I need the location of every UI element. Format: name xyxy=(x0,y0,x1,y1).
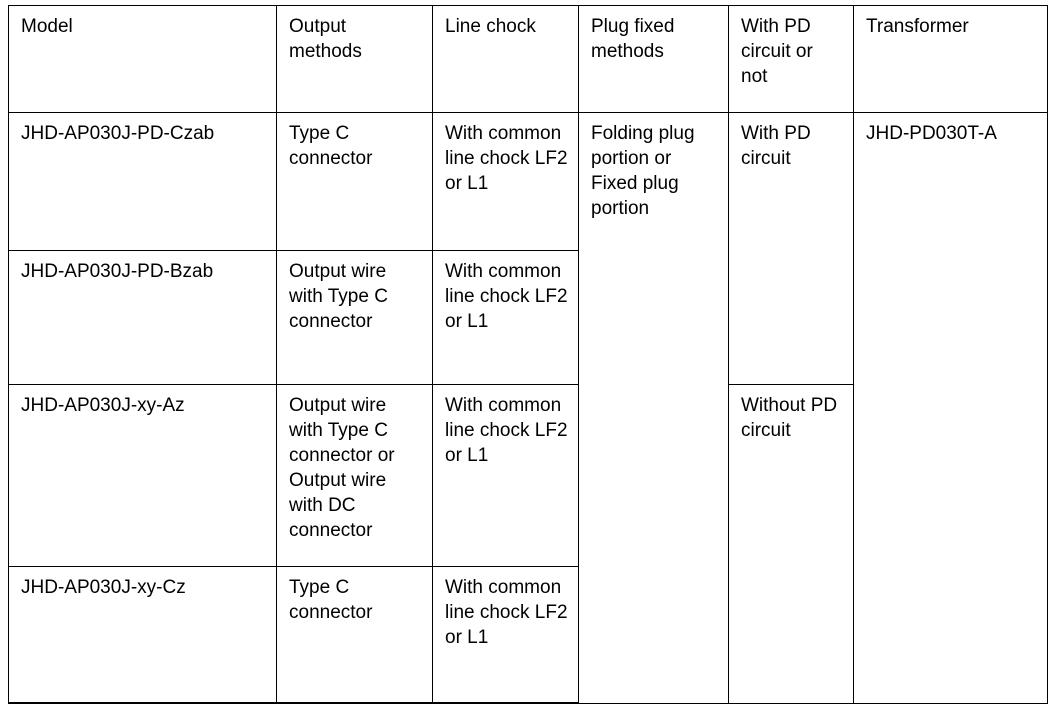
table-row: JHD-AP030J-xy-Az Output wire with Type C… xyxy=(8,384,1048,704)
cell-line-chock: With common line chock LF2 or L1 xyxy=(432,384,579,567)
table-header-row: Model Output methods Line chock Plug fix… xyxy=(8,5,1048,113)
model-specification-table: Model Output methods Line chock Plug fix… xyxy=(8,5,1048,704)
cell-transformer: JHD-PD030T-A xyxy=(853,112,1048,704)
cell-model: JHD-AP030J-PD-Bzab xyxy=(8,250,277,385)
column-header-pd-circuit: With PD circuit or not xyxy=(728,5,854,113)
table-page: Model Output methods Line chock Plug fix… xyxy=(8,5,1048,704)
cell-plug-fixed-methods: Folding plug portion or Fixed plug porti… xyxy=(578,112,729,704)
cell-pd-circuit-with: With PD circuit xyxy=(728,112,854,385)
cell-model: JHD-AP030J-xy-Cz xyxy=(8,566,277,704)
cell-output-methods: Type C connector xyxy=(276,112,433,251)
cell-line-chock: With common line chock LF2 or L1 xyxy=(432,250,579,385)
column-header-transformer: Transformer xyxy=(853,5,1048,113)
cell-output-methods: Output wire with Type C connector xyxy=(276,250,433,385)
cell-model: JHD-AP030J-xy-Az xyxy=(8,384,277,567)
column-header-line-chock: Line chock xyxy=(432,5,579,113)
cell-output-methods: Type C connector xyxy=(276,566,433,704)
table-row: JHD-AP030J-PD-Bzab Output wire with Type… xyxy=(8,250,1048,385)
cell-pd-circuit-without: Without PD circuit xyxy=(728,384,854,704)
cell-output-methods: Output wire with Type C connector or Out… xyxy=(276,384,433,567)
column-header-model: Model xyxy=(8,5,277,113)
cell-line-chock: With common line chock LF2 or L1 xyxy=(432,566,579,704)
cell-model: JHD-AP030J-PD-Czab xyxy=(8,112,277,251)
table-row: JHD-AP030J-PD-Czab Type C connector With… xyxy=(8,112,1048,704)
cell-line-chock: With common line chock LF2 or L1 xyxy=(432,112,579,251)
column-header-plug-fixed-methods: Plug fixed methods xyxy=(578,5,729,113)
column-header-output-methods: Output methods xyxy=(276,5,433,113)
